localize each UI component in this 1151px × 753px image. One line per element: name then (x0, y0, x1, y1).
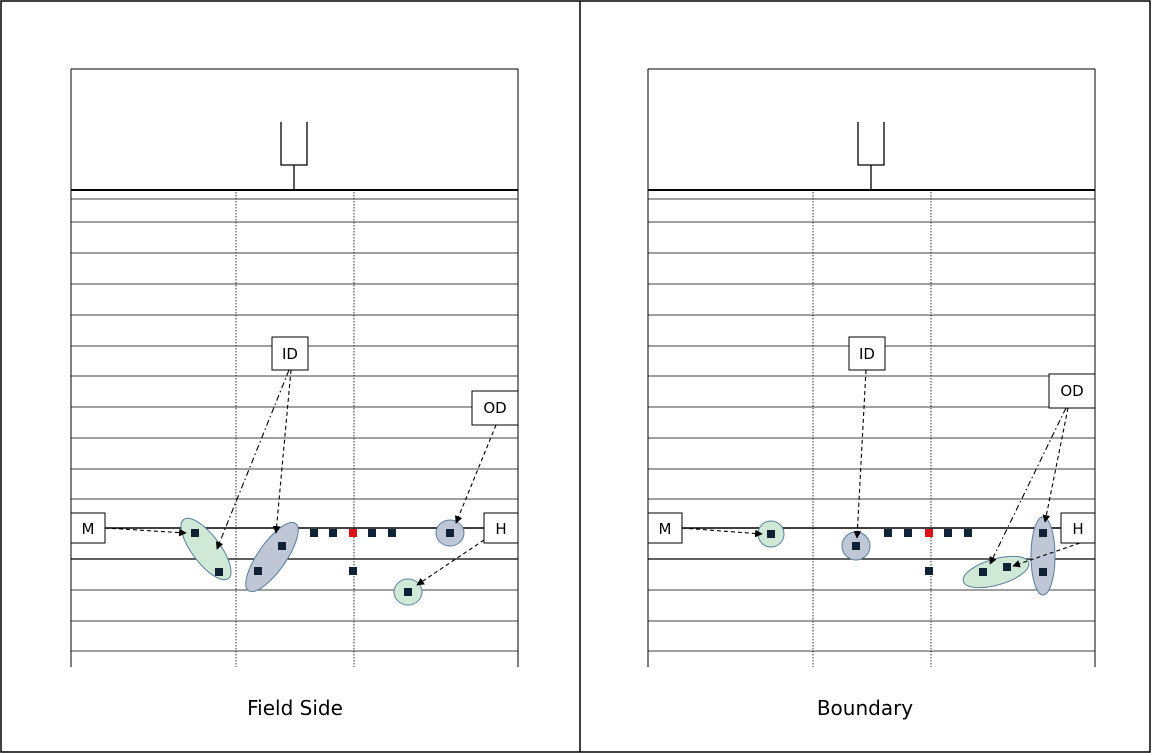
label-m: M (82, 520, 95, 538)
arrow (272, 369, 292, 534)
player (925, 567, 933, 575)
arrow (455, 424, 497, 524)
yard-lines (71, 198, 518, 652)
player (278, 542, 286, 550)
hash-lines (235, 192, 355, 667)
player (368, 529, 376, 537)
player (1003, 563, 1011, 571)
player (329, 529, 337, 537)
blue-zone (1030, 516, 1056, 596)
player (944, 529, 952, 537)
player (1039, 568, 1047, 576)
panel-caption: Boundary (817, 696, 913, 720)
player (1039, 529, 1047, 537)
hash-lines (812, 192, 932, 667)
yard-lines (648, 198, 1095, 652)
label-box-m: M (647, 512, 683, 544)
label-box-od: OD (1048, 373, 1096, 409)
label-od: OD (483, 399, 506, 417)
green-zone (962, 555, 1030, 589)
goal-post-icon (280, 122, 308, 190)
arrow (216, 369, 290, 550)
player (767, 530, 775, 538)
player (254, 567, 262, 575)
panel-boundary: M ID OD H Boundary (647, 68, 1096, 720)
player (904, 529, 912, 537)
label-box-h: H (483, 512, 519, 544)
arrow (989, 407, 1067, 565)
ball (925, 529, 933, 537)
label-box-od: OD (471, 390, 519, 426)
label-box-h: H (1060, 512, 1096, 544)
player (979, 568, 987, 576)
player (310, 529, 318, 537)
panel-field-side: M ID OD H Field Side (70, 68, 519, 720)
player (446, 529, 454, 537)
arrow (1042, 407, 1069, 523)
player (404, 588, 412, 596)
label-h: H (495, 520, 506, 538)
label-box-id: ID (271, 336, 309, 371)
label-box-id: ID (848, 336, 886, 371)
player (349, 567, 357, 575)
player (191, 529, 199, 537)
green-zone (180, 517, 232, 581)
player (852, 542, 860, 550)
label-id: ID (859, 345, 875, 363)
arrow (416, 539, 485, 586)
label-box-m: M (70, 512, 106, 544)
player (964, 529, 972, 537)
arrow (681, 527, 763, 538)
field-2 (647, 68, 1096, 667)
label-m: M (659, 520, 672, 538)
ball (349, 529, 357, 537)
label-od: OD (1060, 382, 1083, 400)
player (215, 568, 223, 576)
label-id: ID (282, 345, 298, 363)
panel-caption: Field Side (247, 696, 343, 720)
label-h: H (1072, 520, 1083, 538)
player (388, 529, 396, 537)
goal-post-icon (857, 122, 885, 190)
arrow (853, 369, 867, 539)
player (884, 529, 892, 537)
arrow (1012, 542, 1081, 568)
